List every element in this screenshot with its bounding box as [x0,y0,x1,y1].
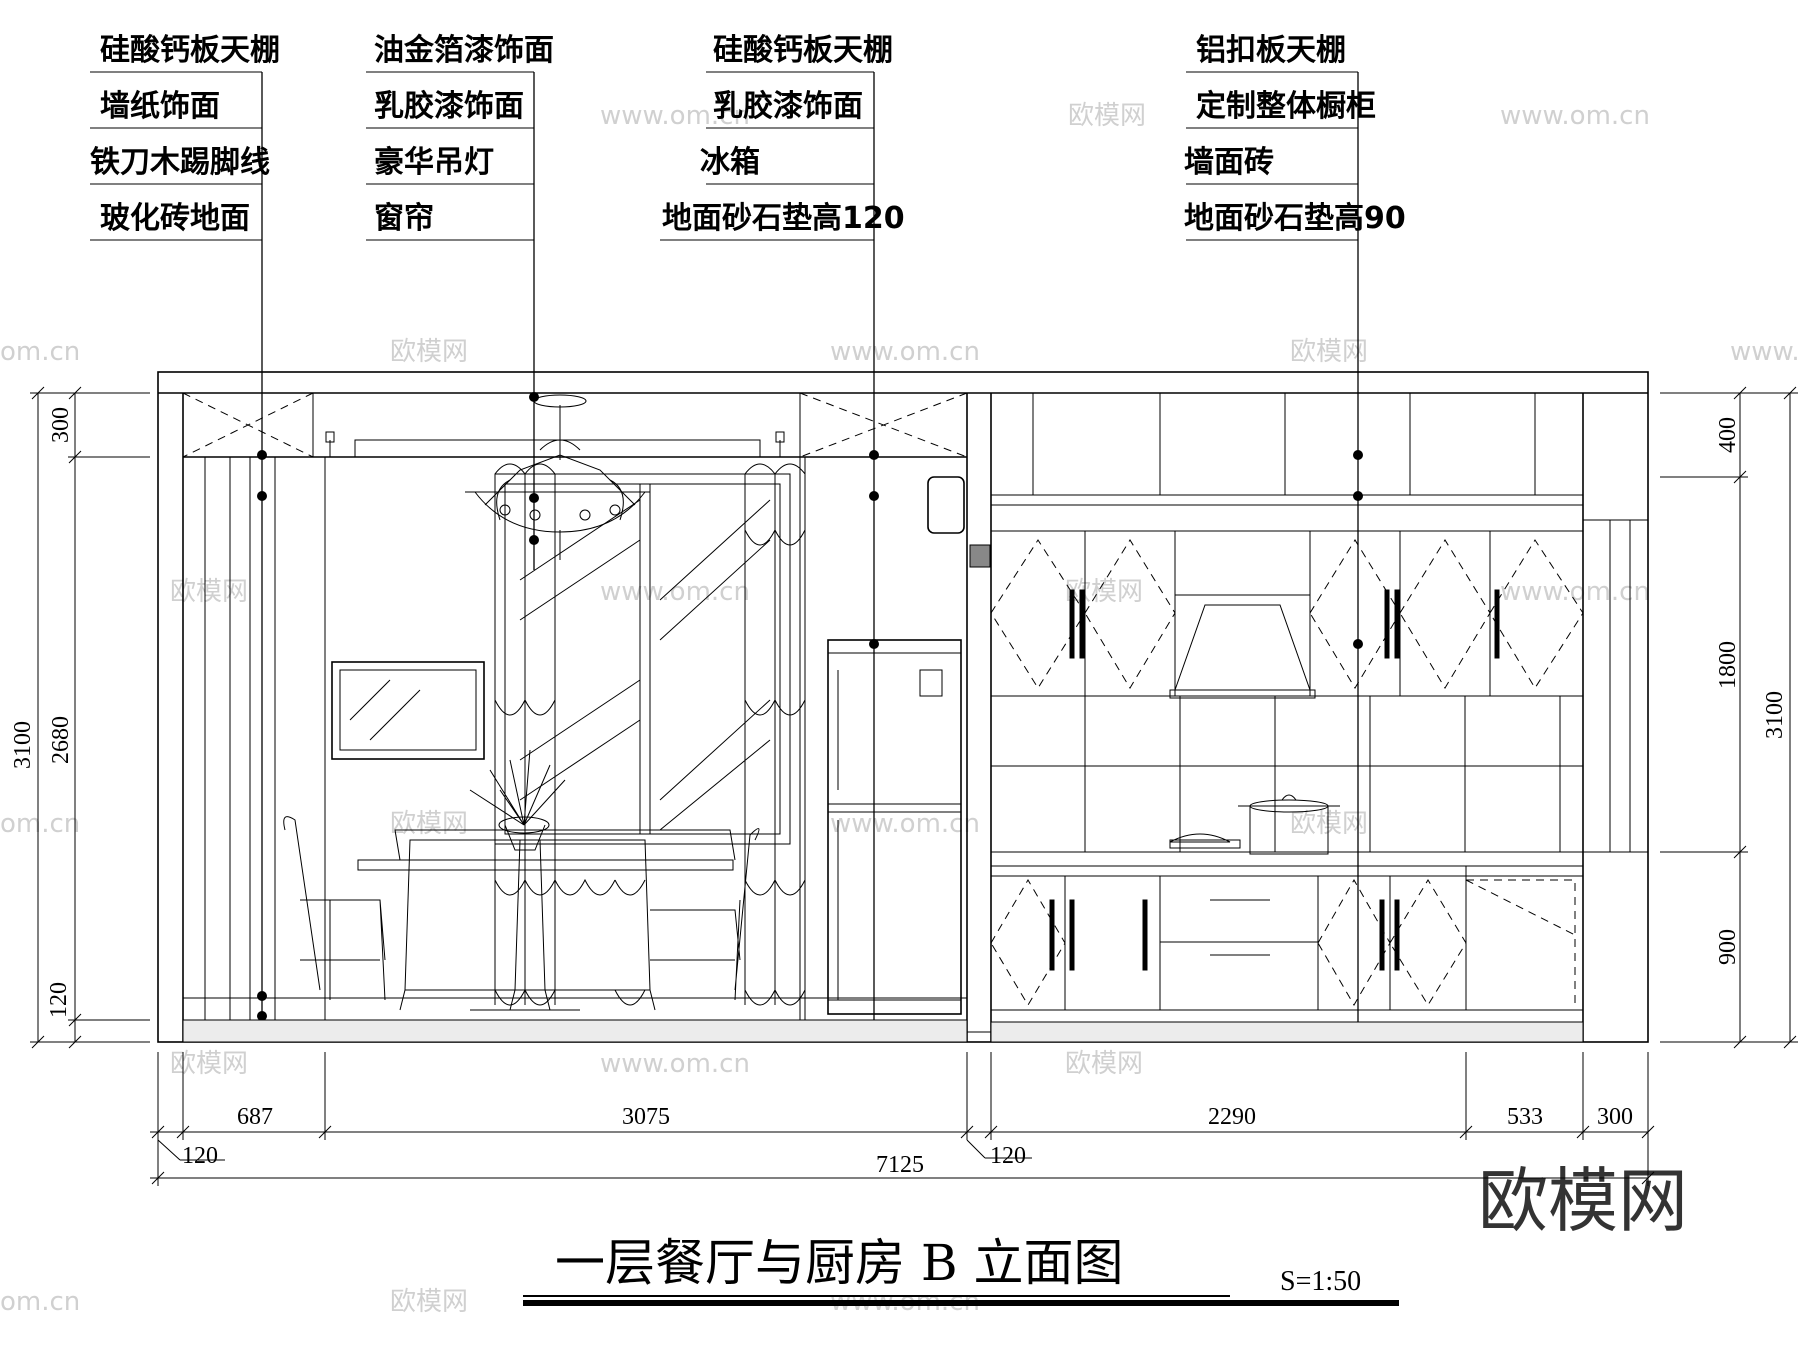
dining-wall-panels [183,457,967,1020]
left-dimensions [30,386,150,1049]
watermark-url: om.cn [0,1287,80,1317]
label-cabinet: 定制整体橱柜 [1196,89,1376,124]
watermark-url: om.cn [0,809,80,839]
floor-slab [182,1019,1584,1043]
label-latex-paint-2: 乳胶漆饰面 [713,89,863,124]
window [494,473,791,845]
label-latex-paint-1: 乳胶漆饰面 [374,89,524,124]
dim-bottom-300: 300 [1597,1104,1633,1130]
dim-bottom-120-right: 120 [990,1143,1026,1169]
watermark-url: www.om.cn [1730,337,1800,367]
dim-left-ceiling: 300 [48,407,74,443]
watermark-url: www.om.cn [1500,577,1650,607]
kitchen-wall-cabinets [990,530,1584,699]
dim-bottom-3075: 3075 [622,1104,670,1130]
watermark-brand: 欧模网 [170,1049,248,1079]
label-aluminum-ceiling: 铝扣板天棚 [1196,33,1346,68]
label-curtain: 窗帘 [374,201,434,236]
dim-bottom-687: 687 [237,1104,273,1130]
drawing-title: 一层餐厅与厨房 B 立面图 [555,1234,1124,1292]
label-floor-raise-90: 地面砂石垫高90 [1184,201,1406,236]
label-floor-raise-120: 地面砂石垫高120 [662,201,905,236]
kitchen-wall-tiles [991,696,1583,852]
title-underline [523,1300,1399,1306]
dim-bottom-total: 7125 [876,1152,924,1178]
watermark-brand: 欧模网 [1065,1049,1143,1079]
watermark-url: www.om.cn [600,101,750,131]
label-ceiling-1: 硅酸钙板天棚 [100,33,280,68]
watermark-url: www.om.cn [830,809,980,839]
chandelier [465,394,650,560]
dim-bottom-2290: 2290 [1208,1104,1256,1130]
kitchen-upper-wall-cabinets [990,392,1584,1022]
label-gold-leaf: 油金箔漆饰面 [374,33,554,68]
right-dimensions [1660,386,1798,1049]
label-fridge: 冰箱 [700,145,760,180]
wall-picture [331,661,485,760]
label-wallpaper: 墙纸饰面 [100,89,220,124]
label-ceiling-2: 硅酸钙板天棚 [713,33,893,68]
label-chandelier: 豪华吊灯 [374,145,494,180]
watermark-brand: 欧模网 [1068,101,1146,131]
watermark-layer: 欧模网 www.om.cn www.om.cn 欧模网 欧模网 www.om.c… [0,101,1800,1317]
leader-dots [257,392,1363,1035]
dim-bottom-120-left: 120 [182,1143,218,1169]
watermark-brand: 欧模网 [1290,337,1368,367]
cooktop-and-pot [1169,794,1340,855]
watermark-url: www.om.cn [830,337,980,367]
watermark-url: www.om.cn [1500,101,1650,131]
drawing-scale: S=1:50 [1280,1266,1361,1297]
dim-left-total: 3100 [10,721,36,769]
dim-right-upper: 400 [1715,417,1741,453]
dim-right-middle: 1800 [1715,641,1741,689]
refrigerator [827,639,962,1015]
water-heater [927,476,991,568]
dim-right-total: 3100 [1762,691,1788,739]
material-labels: 硅酸钙板天棚 墙纸饰面 铁刀木踢脚线 玻化砖地面 油金箔漆饰面 乳胶漆饰面 豪华… [90,33,1406,236]
leader-lines [90,71,1359,1032]
watermark-url: www.om.cn [600,577,750,607]
watermark-brand: 欧模网 [170,577,248,607]
label-wall-tile: 墙面砖 [1184,145,1274,180]
label-floor-tile: 玻化砖地面 [100,201,250,236]
watermark-url: www.om.cn [600,1049,750,1079]
dining-ceiling-boxes [182,392,968,458]
watermark-brand: 欧模网 [390,337,468,367]
dim-left-wall: 2680 [48,716,74,764]
dining-set [283,749,760,1011]
dim-left-floor: 120 [46,982,72,1018]
bottom-dimensions [150,1052,1655,1186]
watermark-brand: 欧模网 [1065,577,1143,607]
watermark-brand: 欧模网 [390,809,468,839]
dim-bottom-533: 533 [1507,1104,1543,1130]
watermark-brand: 欧模网 [1290,809,1368,839]
label-skirting: 铁刀木踢脚线 [90,145,270,180]
watermark-logo: 欧模网 [1478,1160,1688,1242]
kitchen-base-cabinets [990,519,1649,1023]
watermark-url: om.cn [0,337,80,367]
curtains [494,463,806,1006]
watermark-brand: 欧模网 [390,1287,468,1317]
room-outline [157,371,1649,1043]
dim-right-lower: 900 [1715,929,1741,965]
